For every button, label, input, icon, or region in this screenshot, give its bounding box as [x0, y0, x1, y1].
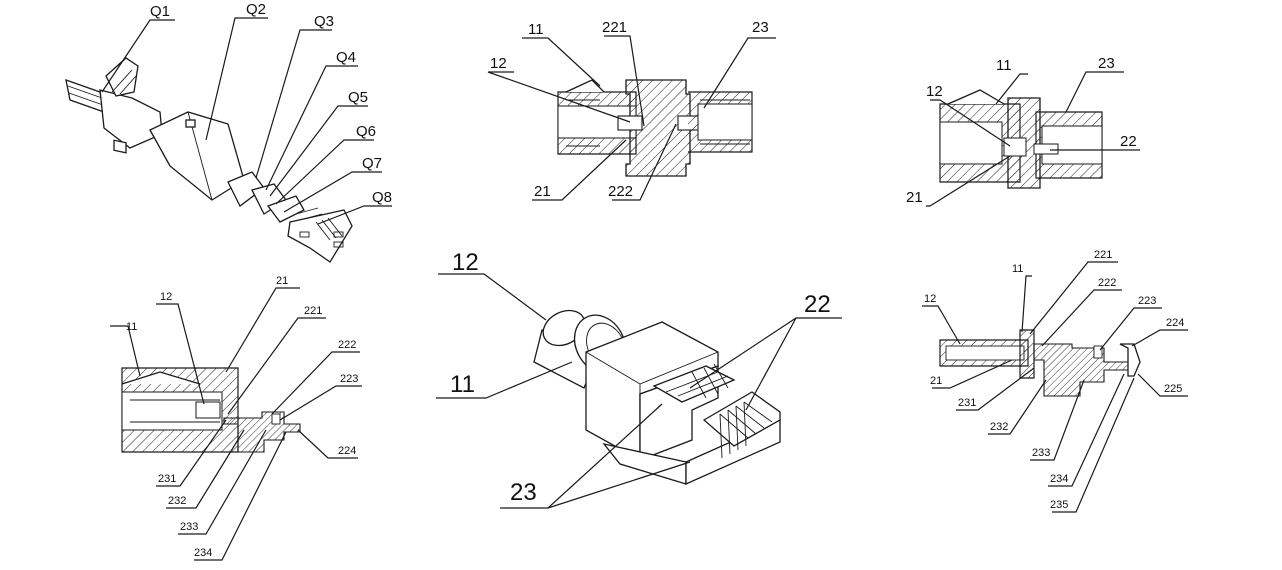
label-11: 11: [996, 57, 1012, 74]
sleeve-top-bevel: [565, 79, 605, 93]
label-224: 224: [1166, 317, 1184, 329]
label-11: 11: [528, 21, 544, 38]
label-21: 21: [930, 375, 942, 387]
contact-tip: [1119, 343, 1141, 377]
label-12: 12: [490, 55, 507, 72]
label-222: 222: [338, 339, 356, 351]
plug-window: [113, 139, 127, 154]
cable: [65, 79, 105, 113]
leader-q3: [255, 29, 332, 179]
label-233: 233: [1032, 447, 1050, 459]
label-21: 21: [276, 275, 288, 287]
label-12: 12: [926, 83, 943, 100]
central-flange: [625, 79, 691, 177]
sleeve-top-bevel: [947, 89, 1005, 105]
label-235: 235: [1050, 499, 1068, 511]
label-12: 12: [924, 293, 936, 305]
label-q4: Q4: [336, 49, 356, 66]
leader-q5: [269, 105, 368, 197]
label-q3: Q3: [314, 13, 334, 30]
label-q7: Q7: [362, 155, 382, 172]
leader-q4: [265, 65, 358, 191]
figure-f-section: 11 221 222 12 223 224 21 225 231 232 233…: [922, 249, 1188, 513]
label-11: 11: [450, 371, 475, 398]
housing-window: [185, 119, 196, 128]
label-221: 221: [1094, 249, 1112, 261]
leader-q6: [275, 139, 374, 205]
contact-pin: [223, 411, 301, 453]
label-21: 21: [534, 183, 551, 200]
label-225: 225: [1164, 383, 1182, 395]
flange: [1019, 329, 1035, 379]
contact-body: [1033, 343, 1131, 397]
label-q2: Q2: [246, 1, 266, 18]
plug-head: [99, 89, 163, 149]
label-23: 23: [1098, 55, 1115, 72]
label-234: 234: [1050, 473, 1068, 485]
label-11: 11: [1012, 263, 1023, 275]
label-q5: Q5: [348, 89, 368, 106]
label-231: 231: [158, 473, 176, 485]
figure-b-section: 11 221 23 12 21 222: [487, 19, 776, 201]
leader-q1: [101, 19, 175, 93]
housing-bevel: [121, 371, 201, 385]
label-221: 221: [304, 305, 322, 317]
leader-q8: [317, 205, 392, 225]
label-q1: Q1: [150, 3, 170, 20]
label-222: 222: [1098, 277, 1116, 289]
label-11: 11: [126, 321, 137, 333]
label-231: 231: [958, 397, 976, 409]
label-232: 232: [168, 495, 186, 507]
label-22: 22: [804, 291, 831, 318]
label-12: 12: [452, 249, 479, 276]
label-23: 23: [752, 19, 769, 36]
label-224: 224: [338, 445, 356, 457]
label-223: 223: [340, 373, 358, 385]
label-22: 22: [1120, 133, 1137, 150]
label-12: 12: [160, 291, 172, 303]
label-q8: Q8: [372, 189, 392, 206]
figure-d-section: 11 12 21 221 222 223 224 231 232 233 234: [110, 275, 362, 561]
label-233: 233: [180, 521, 198, 533]
label-23: 23: [510, 479, 537, 506]
label-234: 234: [194, 547, 212, 559]
pcb-card: [287, 209, 353, 263]
figure-c-section: 11 23 12 22 21: [906, 55, 1140, 207]
label-21: 21: [906, 189, 923, 206]
latch-lever: [105, 57, 139, 97]
label-q6: Q6: [356, 123, 376, 140]
leader-q2: [205, 17, 268, 141]
leader-q7: [283, 171, 382, 213]
contact-part: [266, 195, 305, 223]
label-221: 221: [602, 19, 627, 36]
label-222: 222: [608, 183, 633, 200]
label-223: 223: [1138, 295, 1156, 307]
contact-window: [652, 365, 736, 403]
figure-a-connector-assembly: Q1 Q2 Q3 Q4 Q5 Q6 Q7 Q8: [65, 1, 392, 263]
figure-e-isometric: 12 11 22 23: [436, 249, 842, 509]
label-232: 232: [990, 421, 1008, 433]
